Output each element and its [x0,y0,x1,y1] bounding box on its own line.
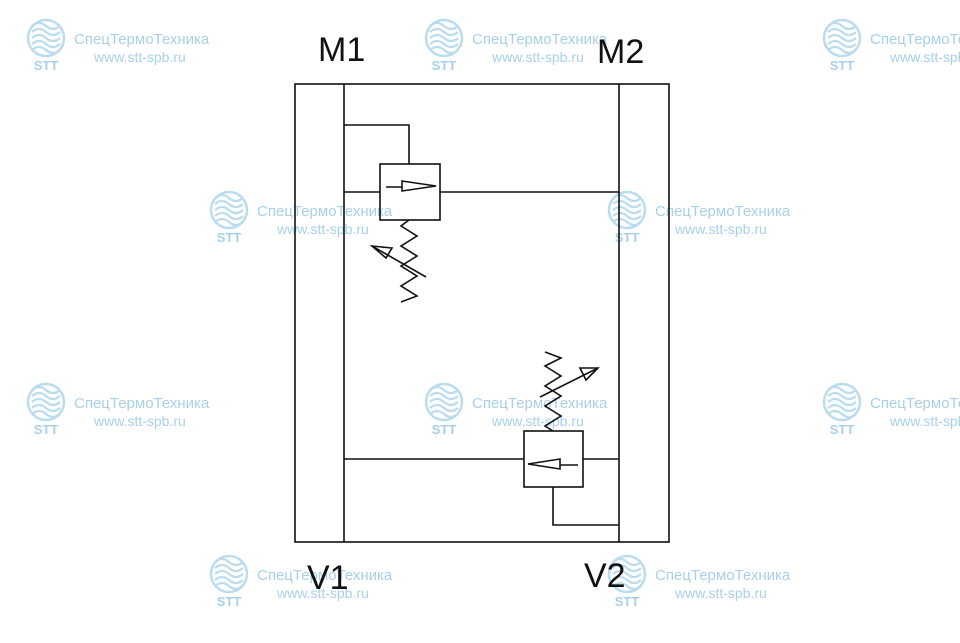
watermark-abbr: STT [830,58,855,73]
watermark-url: www.stt-spb.ru [889,49,960,65]
port-label-m2: M2 [597,33,644,71]
watermark-company: СпецТермоТехника [257,203,393,220]
watermark-abbr: STT [217,594,242,609]
watermark-url: www.stt-spb.ru [491,49,584,65]
watermark-abbr: STT [615,594,640,609]
watermark-company: СпецТермоТехника [74,395,210,412]
lower-relief-valve [344,351,619,526]
upper-adjust-line [371,245,427,278]
upper-spring-icon [399,219,419,303]
watermark-url: www.stt-spb.ru [889,413,960,429]
lower-adjust-arrowhead [578,367,600,382]
stt-logo-icon [424,382,464,422]
stt-logo-icon [424,18,464,58]
watermark-company: СпецТермоТехника [472,31,608,48]
upper-relief-valve [344,124,619,303]
watermark-url: www.stt-spb.ru [276,585,369,601]
watermark-company: СпецТермоТехника [472,395,608,412]
upper-pilot-line [344,124,410,164]
watermark-abbr: STT [34,58,59,73]
watermark-url: www.stt-spb.ru [491,413,584,429]
stt-logo-icon [209,554,249,594]
watermark-url: www.stt-spb.ru [674,585,767,601]
watermark-abbr: STT [615,230,640,245]
valve-body [294,83,670,543]
port-label-m1: M1 [318,31,365,69]
upper-valve-box [379,163,441,221]
watermark-abbr: STT [217,230,242,245]
stt-logo-icon [26,382,66,422]
lower-pilot-line [552,487,619,526]
stt-logo-icon [607,554,647,594]
watermark-url: www.stt-spb.ru [674,221,767,237]
lower-adjust-line [539,367,599,398]
lower-valve-box [523,430,584,488]
stt-logo-icon [209,190,249,230]
watermark-abbr: STT [432,422,457,437]
upper-adjust-arrowhead [369,244,394,260]
watermark-company: СпецТермоТехника [655,203,791,220]
watermark-company: СпецТермоТехника [870,395,960,412]
watermark-url: www.stt-spb.ru [276,221,369,237]
watermark-company: СпецТермоТехника [257,567,393,584]
watermark-url: www.stt-spb.ru [93,49,186,65]
watermark-layer: STTСпецТермоТехникаwww.stt-spb.ruSTTСпец… [26,18,960,609]
stt-logo-icon [607,190,647,230]
lower-flow-arrow [527,458,578,470]
valve-schematic [294,83,670,543]
watermark-abbr: STT [432,58,457,73]
watermark-url: www.stt-spb.ru [93,413,186,429]
watermark-abbr: STT [34,422,59,437]
port-label-v2: V2 [584,557,626,595]
stt-logo-icon [822,18,862,58]
watermark-company: СпецТермоТехника [74,31,210,48]
upper-flow-arrow [386,180,437,192]
stt-logo-icon [26,18,66,58]
stt-logo-icon [822,382,862,422]
watermark-company: СпецТермоТехника [655,567,791,584]
watermark-abbr: STT [830,422,855,437]
port-label-v1: V1 [307,559,349,597]
watermark-company: СпецТермоТехника [870,31,960,48]
